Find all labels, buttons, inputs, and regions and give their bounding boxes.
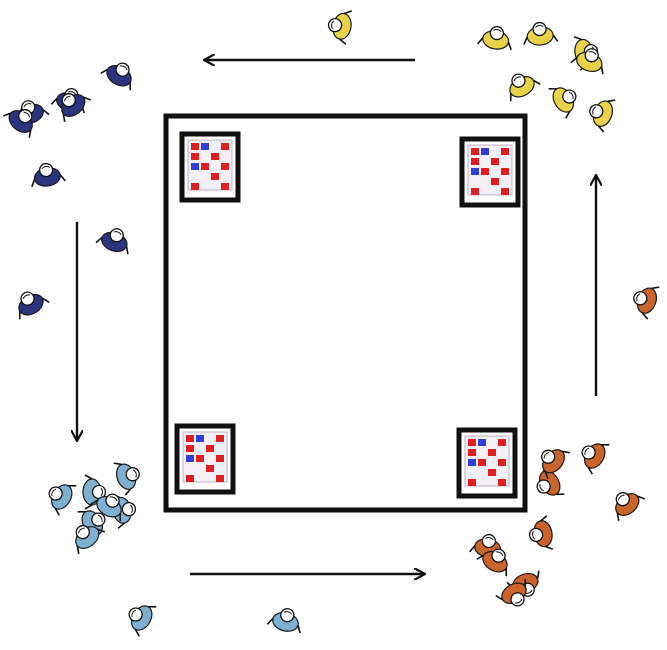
board-tile [201,163,209,170]
board-bottom-right [456,427,518,499]
board-tile [481,148,489,155]
board-tile [488,469,496,476]
board-tile [478,439,486,446]
board-tile [471,158,479,165]
person-figure [499,65,543,104]
person-figure [120,595,159,639]
board-tile [468,479,476,486]
board-top-right [459,136,521,208]
person-figure [583,92,618,134]
person-figure [98,54,142,93]
board-tile [468,449,476,456]
board-tile [186,435,194,442]
board-tile [221,143,229,150]
board-tile [501,168,509,175]
board-tile [206,445,214,452]
board-tile [498,439,506,446]
board-tile [191,163,199,170]
group-bottom-left [40,455,307,639]
board-tile [196,455,204,462]
board-tile [216,435,224,442]
person-figure [8,283,52,322]
board-tile [191,183,199,190]
board-tile [186,445,194,452]
board-top-left [179,131,241,203]
board-tile [471,148,479,155]
person-figure [525,514,556,554]
board-tile [186,455,194,462]
board-tile [481,168,489,175]
board-tile [216,455,224,462]
person-figure [324,6,355,46]
board-tile [191,153,199,160]
board-tile [191,143,199,150]
board-tile [501,188,509,195]
person-figure [40,474,79,518]
board-tile [498,459,506,466]
person-figure [94,222,136,257]
board-tile [498,479,506,486]
group-top-left [1,54,142,322]
board-tile [196,435,204,442]
person-figure [573,433,612,477]
person-figure [27,159,67,190]
person-figure [111,455,146,497]
person-figure [521,20,559,48]
board-tile [211,153,219,160]
board-tile [478,459,486,466]
board-tile [206,465,214,472]
person-figure [546,77,585,121]
board-tile [216,475,224,482]
board-tile [471,168,479,175]
board-tile [211,173,219,180]
board-tile [221,183,229,190]
central-table-frame [163,113,528,513]
board-tile [221,163,229,170]
board-tile [488,449,496,456]
boards [174,131,521,499]
board-bottom-left [174,423,236,495]
board-tile [491,178,499,185]
board-tile [201,143,209,150]
figure-groups [1,6,662,639]
person-figure [627,279,662,321]
board-tile [186,475,194,482]
board-tile [491,158,499,165]
board-tile [468,439,476,446]
board-tile [501,148,509,155]
person-figure [476,22,516,53]
board-tile [468,459,476,466]
person-figure [604,482,647,524]
person-figure [265,603,307,636]
board-tile [471,188,479,195]
